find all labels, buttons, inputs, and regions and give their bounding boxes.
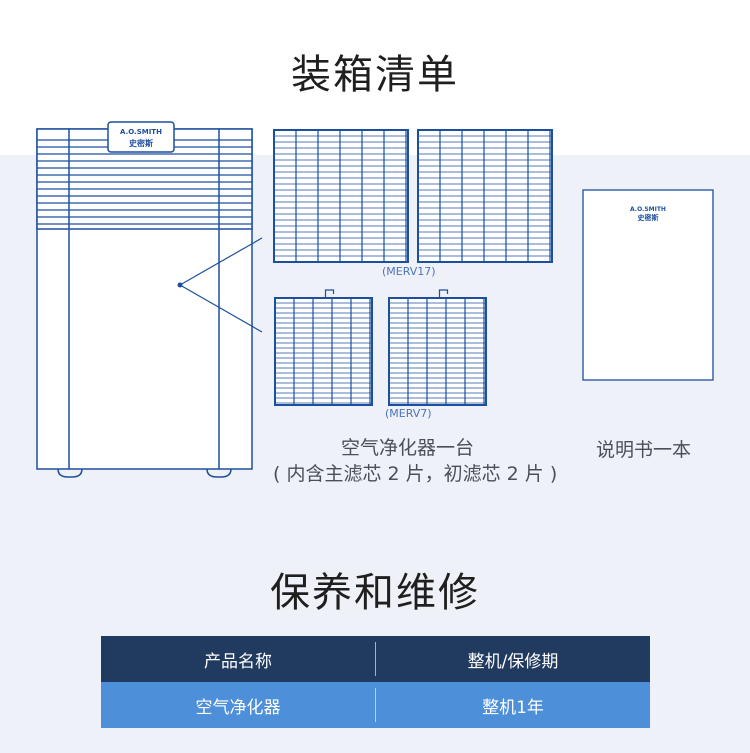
manual-brand-en: A.O.SMITH	[630, 206, 666, 213]
purifier-detail: ( 内含主滤芯 2 片，初滤芯 2 片 )	[273, 463, 558, 485]
brand-en-text: A.O.SMITH	[120, 128, 162, 136]
manual-brand-cn: 史密斯	[638, 213, 659, 222]
merv7-label: (MERV7)	[385, 407, 432, 420]
packing-list-title: 装箱清单	[291, 52, 459, 98]
callout-line-main	[179, 237, 263, 286]
table-cell-product: 空气净化器	[195, 697, 281, 718]
purifier-drawing	[36, 128, 253, 478]
table-divider	[375, 688, 376, 722]
table-header-warranty: 整机/保修期	[467, 651, 559, 672]
table-header-row: 产品名称 整机/保修期	[101, 636, 650, 682]
purifier-logo-plate	[107, 121, 175, 153]
table-divider	[375, 642, 376, 676]
manual-caption: 说明书一本	[596, 439, 692, 461]
merv17-label: (MERV17)	[382, 265, 436, 278]
table-cell-warranty: 整机1年	[482, 697, 544, 718]
brand-cn-text: 史密斯	[129, 138, 153, 148]
maintenance-title: 保养和维修	[270, 570, 480, 616]
table-row: 空气净化器 整机1年	[101, 682, 650, 728]
purifier-caption: 空气净化器一台	[341, 437, 475, 459]
filters-group	[273, 129, 553, 406]
warranty-table: 产品名称 整机/保修期 空气净化器 整机1年	[101, 636, 650, 728]
callout-line-pre	[179, 284, 263, 333]
table-header-product: 产品名称	[204, 651, 272, 672]
manual-booklet	[582, 189, 714, 381]
